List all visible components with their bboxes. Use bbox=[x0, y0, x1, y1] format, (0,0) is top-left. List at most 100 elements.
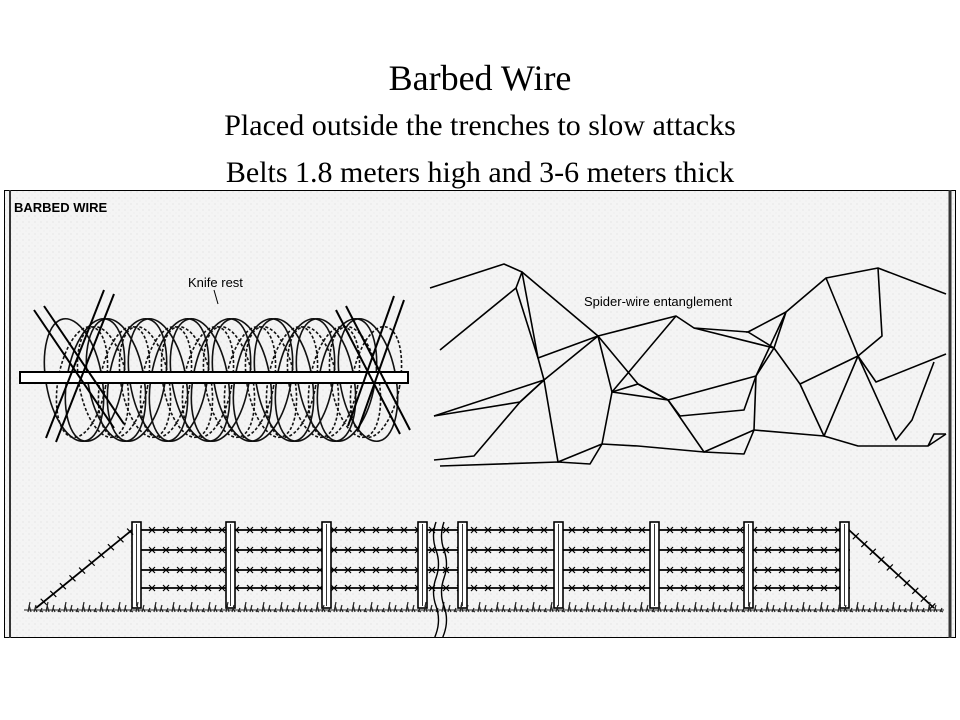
grass-tuft bbox=[123, 604, 128, 613]
right-leg-a-b bbox=[345, 305, 411, 431]
spider-bottom-net bbox=[439, 429, 947, 467]
wire-barb bbox=[176, 566, 184, 574]
wire-barb bbox=[526, 566, 534, 574]
wire-barb bbox=[358, 526, 366, 534]
grass-tuft bbox=[645, 604, 650, 613]
wire-barb bbox=[344, 584, 352, 592]
grass-tuft bbox=[657, 601, 662, 613]
spider-connectors bbox=[433, 271, 545, 417]
wire-barb bbox=[582, 546, 590, 554]
grass-tuft bbox=[405, 601, 410, 613]
wire-barb bbox=[218, 566, 226, 574]
wire-barb bbox=[894, 571, 902, 579]
wire-barb bbox=[610, 526, 618, 534]
wire-barb bbox=[498, 584, 506, 592]
wire-barb bbox=[49, 590, 57, 598]
grass-tuft bbox=[465, 604, 470, 613]
wire-barb bbox=[358, 584, 366, 592]
grass-tuft bbox=[249, 604, 254, 613]
wire-barb bbox=[764, 546, 772, 554]
wire-barb bbox=[288, 526, 296, 534]
wire-barb bbox=[274, 526, 282, 534]
wire-barb bbox=[708, 584, 716, 592]
wire-barb bbox=[386, 526, 394, 534]
grass-tuft bbox=[615, 607, 620, 613]
wire-barb bbox=[372, 584, 380, 592]
left-leg-b-b bbox=[55, 293, 115, 443]
grass-tuft bbox=[201, 607, 206, 613]
wire-barb bbox=[778, 566, 786, 574]
grass-tuft bbox=[825, 604, 830, 613]
wire-barb bbox=[869, 548, 877, 556]
grass-tuft bbox=[543, 607, 548, 613]
wire-barb bbox=[330, 566, 338, 574]
grass-tuft bbox=[765, 601, 770, 613]
grass-tuft bbox=[495, 601, 500, 613]
guy-wire-right bbox=[848, 529, 935, 609]
grass-tuft bbox=[321, 604, 326, 613]
grass-tuft bbox=[729, 601, 734, 613]
wire-barb bbox=[344, 526, 352, 534]
wire-barb bbox=[708, 566, 716, 574]
grass-tuft bbox=[75, 607, 80, 613]
wire-barb bbox=[582, 584, 590, 592]
wire-barb bbox=[806, 546, 814, 554]
grass-tuft bbox=[477, 601, 482, 613]
wire-barb bbox=[911, 587, 919, 595]
wire-barb bbox=[624, 584, 632, 592]
grass-tuft bbox=[693, 601, 698, 613]
grass-tuft bbox=[141, 604, 146, 613]
wire-barb bbox=[176, 546, 184, 554]
grass-tuft bbox=[111, 607, 116, 613]
wire-barb bbox=[680, 546, 688, 554]
wire-barb bbox=[88, 559, 96, 567]
grass-tuft bbox=[531, 601, 536, 613]
wire-barb bbox=[722, 546, 730, 554]
wire-barb bbox=[736, 546, 744, 554]
wire-barb bbox=[582, 566, 590, 574]
grass-tuft bbox=[57, 607, 62, 613]
grass-tuft bbox=[513, 601, 518, 613]
wire-barb bbox=[806, 566, 814, 574]
wire-barb bbox=[358, 566, 366, 574]
wire-barb bbox=[246, 546, 254, 554]
grass-tuft bbox=[417, 607, 422, 613]
grass-tuft bbox=[489, 607, 494, 613]
wire-barb bbox=[330, 526, 338, 534]
wire-barb bbox=[400, 526, 408, 534]
grass-tuft bbox=[87, 604, 92, 613]
wire-barb bbox=[540, 526, 548, 534]
wire-barb bbox=[400, 584, 408, 592]
grass-tuft bbox=[195, 604, 200, 613]
wire-barb bbox=[246, 566, 254, 574]
grass-tuft bbox=[549, 601, 554, 613]
wire-barb bbox=[806, 526, 814, 534]
left-leg-b bbox=[45, 289, 105, 439]
wire-barb bbox=[126, 528, 134, 535]
wire-barb bbox=[610, 546, 618, 554]
wire-barb bbox=[218, 526, 226, 534]
wire-barb bbox=[484, 546, 492, 554]
grass-tuft bbox=[231, 604, 236, 613]
grass-tuft bbox=[339, 604, 344, 613]
figure-heading: BARBED WIRE bbox=[14, 200, 107, 215]
wire-barb bbox=[820, 566, 828, 574]
wire-barb bbox=[722, 526, 730, 534]
grass-tuft bbox=[363, 607, 368, 613]
wire-barb bbox=[610, 584, 618, 592]
grass-tuft bbox=[687, 607, 692, 613]
grass-tuft bbox=[261, 601, 266, 613]
wire-barb bbox=[302, 526, 310, 534]
wire-barb bbox=[722, 584, 730, 592]
grass-tuft bbox=[795, 607, 800, 613]
wire-barb bbox=[806, 584, 814, 592]
grass-tuft bbox=[849, 607, 854, 613]
grass-tuft bbox=[213, 604, 218, 613]
grass-tuft bbox=[351, 601, 356, 613]
wire-barb bbox=[246, 526, 254, 534]
wire-barb bbox=[40, 598, 48, 606]
grass-tuft bbox=[381, 607, 386, 613]
grass-tuft bbox=[891, 601, 896, 613]
grass-tuft bbox=[807, 604, 812, 613]
grass-tuft bbox=[177, 604, 182, 613]
